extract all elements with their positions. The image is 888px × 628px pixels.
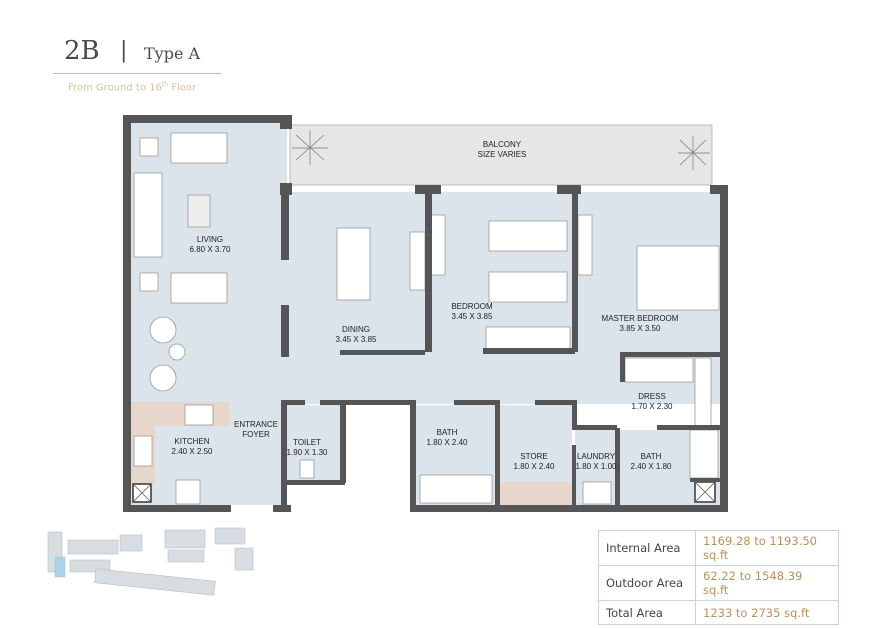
room-size: 1.80 X 2.40	[426, 438, 468, 447]
shower	[689, 429, 719, 479]
room-size: 1.80 X 1.00	[575, 462, 617, 471]
desk-master	[577, 214, 593, 276]
room-name: KITCHEN	[174, 437, 210, 446]
armchair-1	[149, 316, 177, 344]
room-size: SIZE VARIES	[477, 150, 527, 159]
plant-icon	[292, 130, 710, 170]
area-value: 62.22 to 1548.39 sq.ft	[695, 565, 839, 601]
room-name: BATH	[436, 428, 458, 437]
room-size: 1.70 X 2.30	[631, 402, 673, 411]
room-name: BEDROOM	[451, 302, 493, 311]
side-table-1	[139, 137, 159, 157]
area-value: 1233 to 2735 sq.ft	[695, 600, 839, 625]
room-name: BALCONY	[482, 140, 522, 149]
wardrobe-bedroom	[485, 326, 571, 353]
room-size: 2.40 X 1.80	[630, 462, 672, 471]
area-label: Outdoor Area	[598, 565, 696, 601]
desk-bedroom	[430, 214, 446, 276]
sideboard	[409, 231, 426, 291]
unit-number: 2B	[64, 36, 100, 66]
store-shelf	[499, 482, 572, 505]
room-name: MASTER BEDROOM	[601, 314, 679, 323]
sofa-bottom	[170, 272, 228, 304]
room-name: STORE	[520, 452, 548, 461]
floor-range: From Ground to 16th Floor	[68, 81, 196, 93]
area-label: Internal Area	[598, 530, 696, 566]
room-size: 2.40 X 2.50	[171, 447, 213, 456]
room-size: 3.45 X 3.85	[451, 312, 493, 321]
room-size: FOYER	[242, 430, 270, 439]
header-separator: |	[120, 38, 128, 63]
pouf	[168, 343, 186, 361]
floor-range-text: From Ground to 16	[68, 82, 162, 94]
side-table-2	[139, 272, 159, 292]
room-size: 1.90 X 1.30	[286, 448, 328, 457]
dress-wardrobe	[624, 357, 694, 383]
room-size: 6.80 X 3.70	[189, 245, 231, 254]
room-name: TOILET	[293, 438, 321, 447]
bathtub	[419, 474, 493, 504]
floor-range-sup: th	[161, 81, 169, 88]
walls	[123, 115, 728, 512]
coffee-table	[187, 194, 211, 228]
balcony-area	[289, 124, 713, 186]
area-value: 1169.28 to 1193.50 sq.ft	[695, 530, 839, 566]
stove	[184, 404, 214, 426]
sofa-top	[170, 132, 228, 164]
room-size: 3.45 X 3.85	[335, 335, 377, 344]
floor-range-suffix: Floor	[168, 82, 197, 94]
dress-wardrobe-side	[694, 357, 712, 429]
room-name: ENTRANCE	[233, 420, 279, 429]
room-size: 1.80 X 2.40	[513, 462, 555, 471]
armchair-2	[149, 364, 177, 392]
room-size: 3.85 X 3.50	[619, 324, 661, 333]
unit-type: Type A	[144, 44, 201, 63]
room-name: LIVING	[196, 235, 224, 244]
room-name: DRESS	[638, 392, 666, 401]
bed-1	[488, 220, 568, 252]
master-bed	[636, 245, 720, 311]
header-divider	[53, 73, 221, 74]
kitchen-counter-top	[131, 402, 229, 426]
dining-table	[336, 227, 371, 301]
area-label: Total Area	[598, 600, 696, 625]
room-name: LAUNDRY	[576, 452, 616, 461]
room-name: BATH	[640, 452, 662, 461]
washer	[582, 481, 612, 505]
bed-2	[488, 271, 568, 303]
fridge	[175, 479, 201, 505]
sofa-left	[133, 172, 163, 258]
sink-kitchen	[133, 435, 153, 467]
key-plan	[47, 527, 254, 596]
room-name: DINING	[341, 325, 370, 334]
toilet-wc	[299, 459, 315, 479]
